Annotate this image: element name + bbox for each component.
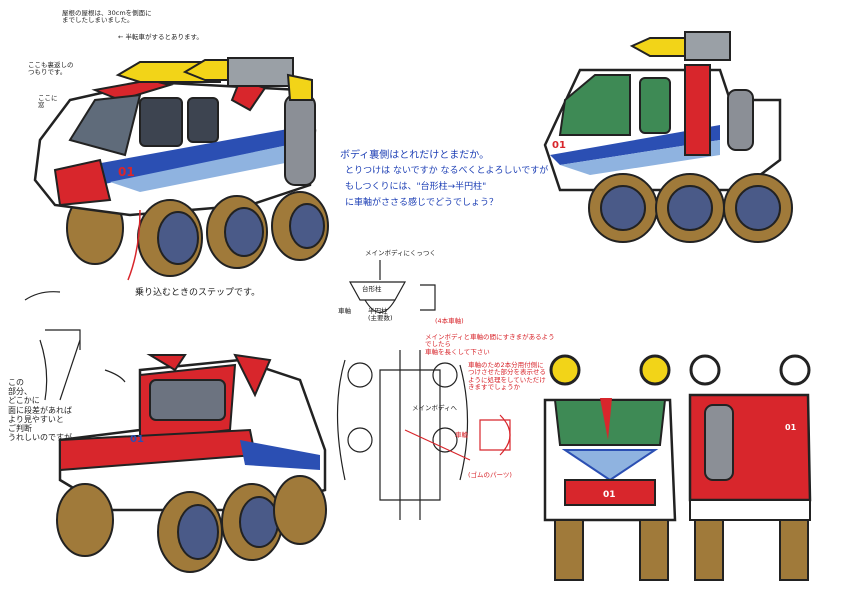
axle-diagram [336, 260, 511, 520]
diagram-label-to-body: メインボディへ [412, 404, 458, 412]
note-turning-vehicle: ← 半転車がするとあります。 [118, 33, 203, 41]
vehicle-side-view: 01 [543, 31, 793, 243]
side-truck-number: 01 [552, 140, 566, 151]
red-label-wheel: 車輪 [455, 431, 468, 439]
rear-view-truck-number: 01 [785, 423, 797, 432]
note-roof-height: 屋根の屋根は、30cmを側面に までしたしまいました。 [62, 9, 152, 25]
vehicle-rear-view: 01 [688, 354, 812, 581]
note-blue-1: ボディ裏側はとれだけとまだか。 [340, 150, 490, 161]
front-wheels [137, 191, 329, 277]
rear-truck-number: 01 [130, 434, 144, 445]
note-blue-2: とりつけは ないですか なるべくとよろしいですが [345, 166, 549, 176]
red-note-axles: (4本車軸) [435, 317, 464, 325]
note-window: ここに 窓 [38, 94, 58, 110]
diagram-label-trapezoid: 台形柱 [362, 285, 382, 293]
note-blue-3: もしつくりには、"台形柱→半円柱" [345, 182, 487, 192]
rear-wheels [56, 475, 327, 573]
note-step-surface: この 部分、 どこかに 面に段差があれば より見やすいと ご判断 うれしいのです… [8, 378, 80, 443]
red-note-gap: メインボディと車軸の間にすきまがあるようでしたら 車軸を長くして下さい [425, 333, 555, 356]
vehicle-front-three-quarter: 01 [33, 57, 329, 281]
vehicle-rear-three-quarter: 01 [24, 291, 327, 573]
front-truck-number: 01 [603, 490, 616, 500]
vehicle-front-view: 01 [543, 354, 677, 581]
truck-number-label: 01 [118, 165, 135, 179]
note-boarding-step: 乗り込むときのステップです。 [135, 288, 261, 298]
diagram-label-body: メインボディにくっつく [365, 249, 436, 257]
side-wheels [588, 173, 793, 243]
diagram-label-semicylinder: 半円柱 (主要数) [368, 307, 393, 323]
red-label-rubber: (ゴムのパーツ) [468, 471, 512, 479]
diagram-label-axle: 車軸 [338, 307, 351, 315]
note-back-side: ここも裏返しの つもりです。 [28, 61, 74, 77]
note-blue-4: に車軸がささる感じでどうでしょう？ [345, 198, 499, 208]
red-note-processing: 車軸のため2本分用付側に つけさせた部分を表示せる ように処理をしていただけ き… [468, 361, 546, 392]
